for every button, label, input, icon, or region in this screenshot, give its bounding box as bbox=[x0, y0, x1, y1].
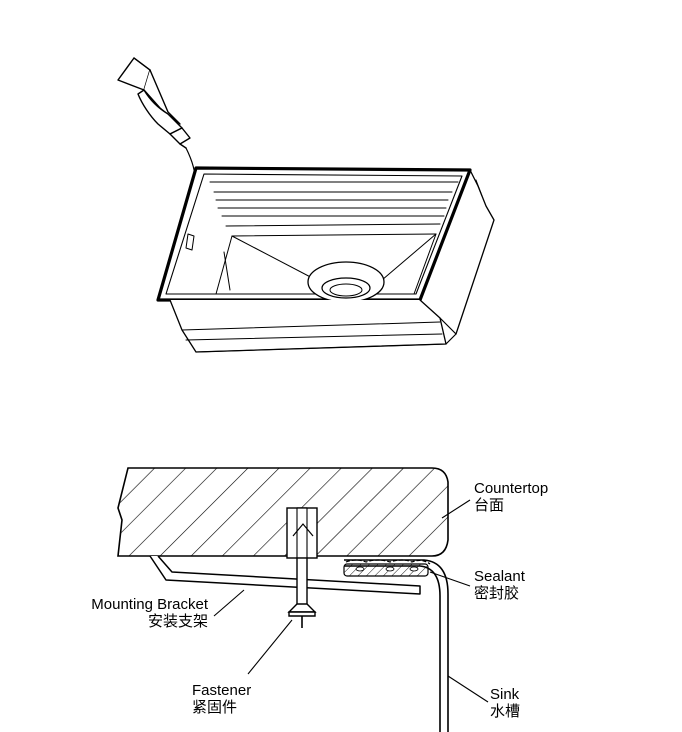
label-countertop-en: Countertop bbox=[474, 480, 549, 497]
fastener-screw bbox=[287, 557, 317, 628]
leader-sealant bbox=[429, 571, 471, 587]
leader-mounting-bracket bbox=[213, 589, 245, 617]
leader-countertop bbox=[441, 499, 471, 519]
mounting-bracket bbox=[149, 555, 421, 595]
label-sink-zh: 水槽 bbox=[490, 702, 521, 720]
sealant-bead bbox=[343, 559, 431, 577]
cross-section-diagram bbox=[117, 467, 489, 732]
label-sealant-en: Sealant bbox=[474, 568, 525, 585]
label-mounting-bracket-en: Mounting Bracket bbox=[91, 596, 208, 613]
label-fastener-en: Fastener bbox=[192, 682, 252, 699]
label-sink-en: Sink bbox=[490, 686, 520, 703]
sealant-tube bbox=[117, 57, 197, 189]
label-fastener-zh: 紧固件 bbox=[192, 698, 238, 716]
label-sink: Sink 水槽 bbox=[490, 686, 520, 720]
label-countertop-zh: 台面 bbox=[474, 496, 505, 514]
label-mounting-bracket: Mounting Bracket 安装支架 bbox=[91, 596, 208, 630]
sink-isometric-illustration bbox=[117, 57, 495, 353]
label-fastener: Fastener 紧固件 bbox=[192, 682, 251, 716]
label-mounting-bracket-zh: 安装支架 bbox=[147, 612, 208, 630]
label-sealant-zh: 密封胶 bbox=[474, 584, 520, 602]
label-countertop: Countertop 台面 bbox=[474, 480, 548, 514]
leader-fastener bbox=[247, 619, 293, 675]
countertop-section bbox=[117, 467, 449, 557]
sink-wall bbox=[344, 559, 449, 732]
label-sealant: Sealant 密封胶 bbox=[474, 568, 525, 602]
leader-sink bbox=[447, 675, 489, 703]
